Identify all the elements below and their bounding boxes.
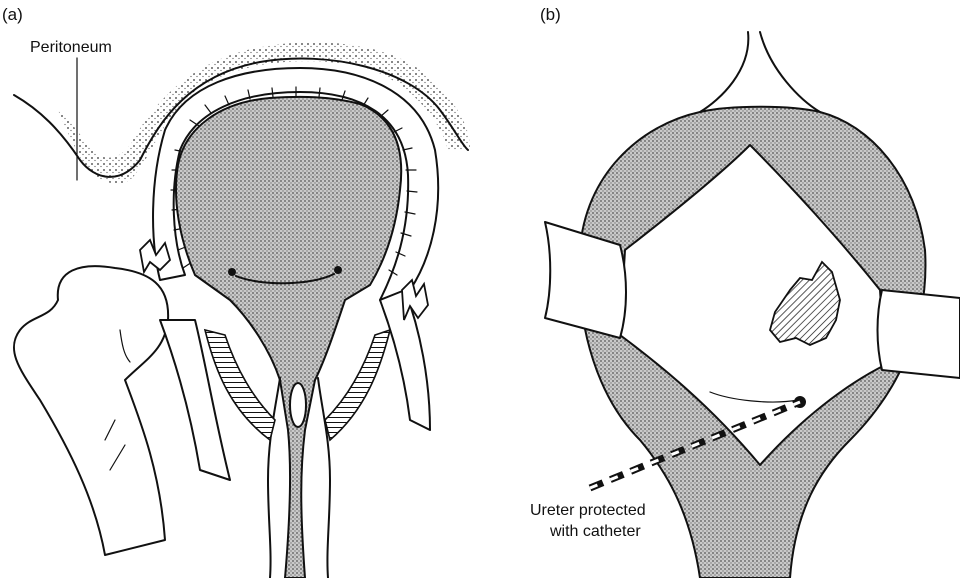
peritoneum-label: Peritoneum (30, 39, 112, 56)
pelvic-floor-left (203, 328, 276, 442)
urethra-outline (267, 377, 331, 578)
left-ureteral-orifice (228, 268, 236, 276)
catheter-label-line1: Ureter protected (530, 502, 646, 519)
right-lateral-tear (401, 278, 429, 321)
trigone-outline (709, 391, 799, 403)
bladder-tear (769, 260, 841, 346)
peritoneum-layer (58, 42, 470, 184)
right-retractor (876, 289, 960, 379)
femur-detail (104, 329, 131, 471)
left-retractor (544, 221, 627, 339)
catheter-label-line2: with catheter (549, 523, 641, 540)
femur (12, 265, 170, 556)
bladder-opening (619, 144, 886, 466)
panel-b: (b) Ureter protected with catheter (530, 5, 960, 578)
panel-a: (a) Peritoneum (2, 5, 470, 578)
panel-a-label: (a) (2, 5, 23, 24)
right-ureteral-orifice (334, 266, 342, 274)
interureteric-ridge (235, 273, 335, 285)
pelvic-floor-right (324, 328, 392, 442)
left-lateral-tear (139, 238, 172, 275)
pelvic-bone (159, 319, 231, 481)
panel-b-label: (b) (540, 5, 561, 24)
peritoneum-line (13, 57, 469, 178)
bladder-lumen (175, 95, 403, 578)
right-pelvic-wall (379, 289, 431, 431)
urethral-sphincter (289, 382, 307, 428)
urachus (699, 31, 821, 113)
ureteral-catheter-core (589, 400, 801, 490)
